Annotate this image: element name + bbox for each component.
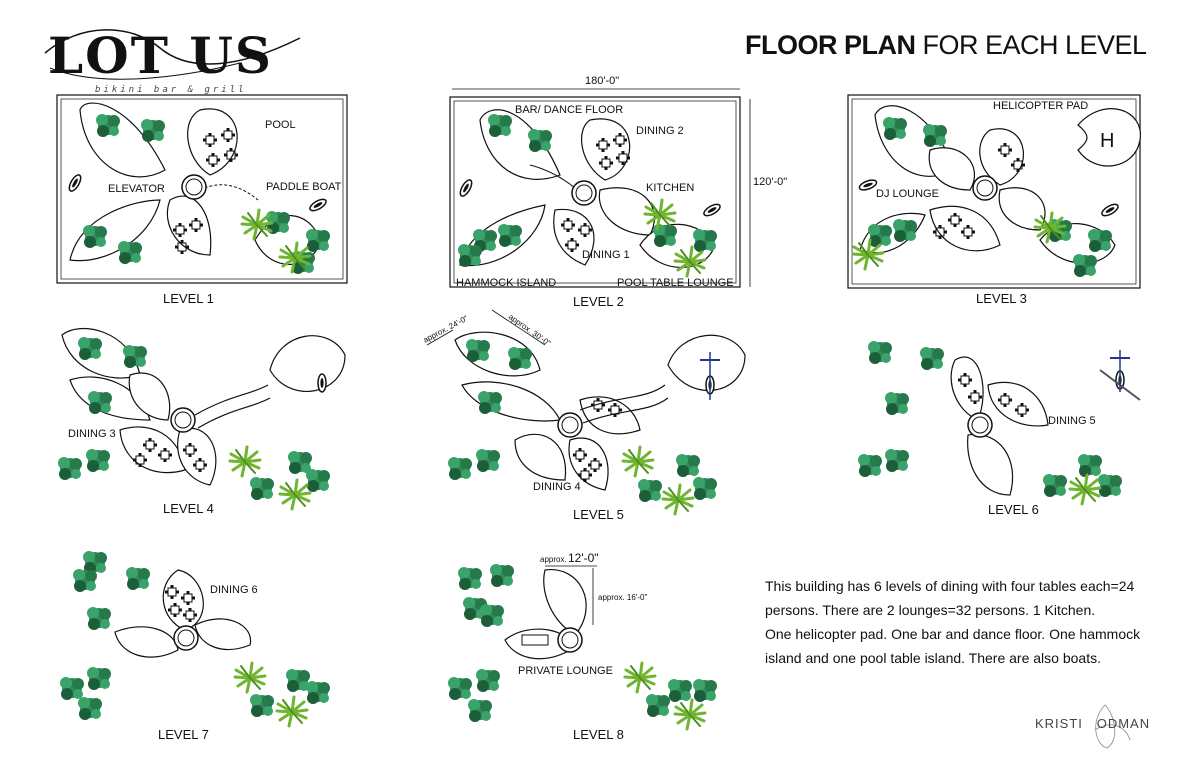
l3-room-helicopter-pad: HELICOPTER PAD <box>993 100 1088 112</box>
l2-room-pool-table-lounge: POOL TABLE LOUNGE <box>617 277 734 289</box>
l2-room-dining-1: DINING 1 <box>582 249 630 261</box>
lotus-logo: LOT US bikini bar & grill <box>44 26 301 95</box>
l2-room-bar-dance: BAR/ DANCE FLOOR <box>515 104 623 116</box>
l2-room-dining-2: DINING 2 <box>636 125 684 137</box>
l5-room-dining-4: DINING 4 <box>533 481 581 493</box>
l3-helipad-h: H <box>1100 130 1114 152</box>
level-2-plan: 180'-0" 120'-0" BAR/ DANCE FLOOR DINING … <box>449 75 787 309</box>
signature-text: KRISTI ODMAN <box>1035 716 1150 731</box>
l2-dim-height: 120'-0" <box>753 176 787 188</box>
level-4-label: LEVEL 4 <box>163 501 214 516</box>
l4-room-dining-3: DINING 3 <box>68 428 116 440</box>
description-line-4: island and one pool table island. There … <box>765 650 1101 666</box>
l8-dim-height: approx. 16'-0" <box>598 593 647 602</box>
l6-helicopter-icon <box>1099 350 1141 401</box>
page-title-bold: FLOOR PLAN <box>745 30 916 60</box>
l8-dim-width: 12'-0" <box>568 551 599 565</box>
level-6-label: LEVEL 6 <box>988 502 1039 517</box>
l7-room-dining-6: DINING 6 <box>210 584 258 596</box>
l8-dim-width-prefix: approx. <box>540 555 567 564</box>
description-line-1: This building has 6 levels of dining wit… <box>765 578 1135 594</box>
level-3-plan: H HELICOPTER PAD DJ LOUNGE LEVEL 3 <box>847 94 1141 306</box>
level-7-label: LEVEL 7 <box>158 727 209 742</box>
l1-room-pool: POOL <box>265 119 296 131</box>
level-1-label: LEVEL 1 <box>163 291 214 306</box>
level-2-label: LEVEL 2 <box>573 294 624 309</box>
description-line-2: persons. There are 2 lounges=32 persons.… <box>765 602 1096 618</box>
level-4-plan: DINING 3 LEVEL 4 <box>58 327 346 516</box>
l1-room-elevator: ELEVATOR <box>108 183 165 195</box>
level-6-plan: DINING 5 LEVEL 6 <box>858 341 1141 517</box>
level-7-plan: DINING 6 LEVEL 7 <box>60 551 330 742</box>
level-3-label: LEVEL 3 <box>976 291 1027 306</box>
page-title-rest: FOR EACH LEVEL <box>915 30 1148 60</box>
l5-helicopter-icon <box>700 352 720 400</box>
l2-room-hammock-island: HAMMOCK ISLAND <box>456 277 556 289</box>
level-8-plan: approx. 12'-0" approx. 16'-0" PRIVATE LO… <box>448 551 717 742</box>
l6-room-dining-5: DINING 5 <box>1048 415 1096 427</box>
brand-name: LOT US <box>48 26 273 85</box>
l8-room-private-lounge: PRIVATE LOUNGE <box>518 665 613 677</box>
level-5-label: LEVEL 5 <box>573 507 624 522</box>
level-1-plan: POOL ELEVATOR PADDLE BOAT LEVEL 1 <box>56 94 348 306</box>
l3-room-dj-lounge: DJ LOUNGE <box>876 188 939 200</box>
building-description: This building has 6 levels of dining wit… <box>765 574 1165 670</box>
designer-signature: KRISTI ODMAN <box>1035 704 1150 749</box>
page-title: FLOOR PLAN FOR EACH LEVEL <box>745 30 1147 61</box>
l2-room-kitchen: KITCHEN <box>646 182 694 194</box>
level-8-label: LEVEL 8 <box>573 727 624 742</box>
brand-tagline: bikini bar & grill <box>95 85 247 95</box>
l2-dim-width: 180'-0" <box>585 75 619 87</box>
level-5-plan: approx. 24'-0" approx. 30'-0" DINING 4 L… <box>422 309 746 522</box>
description-line-3: One helicopter pad. One bar and dance fl… <box>765 626 1141 642</box>
l1-room-paddle-boat: PADDLE BOAT <box>266 181 342 193</box>
